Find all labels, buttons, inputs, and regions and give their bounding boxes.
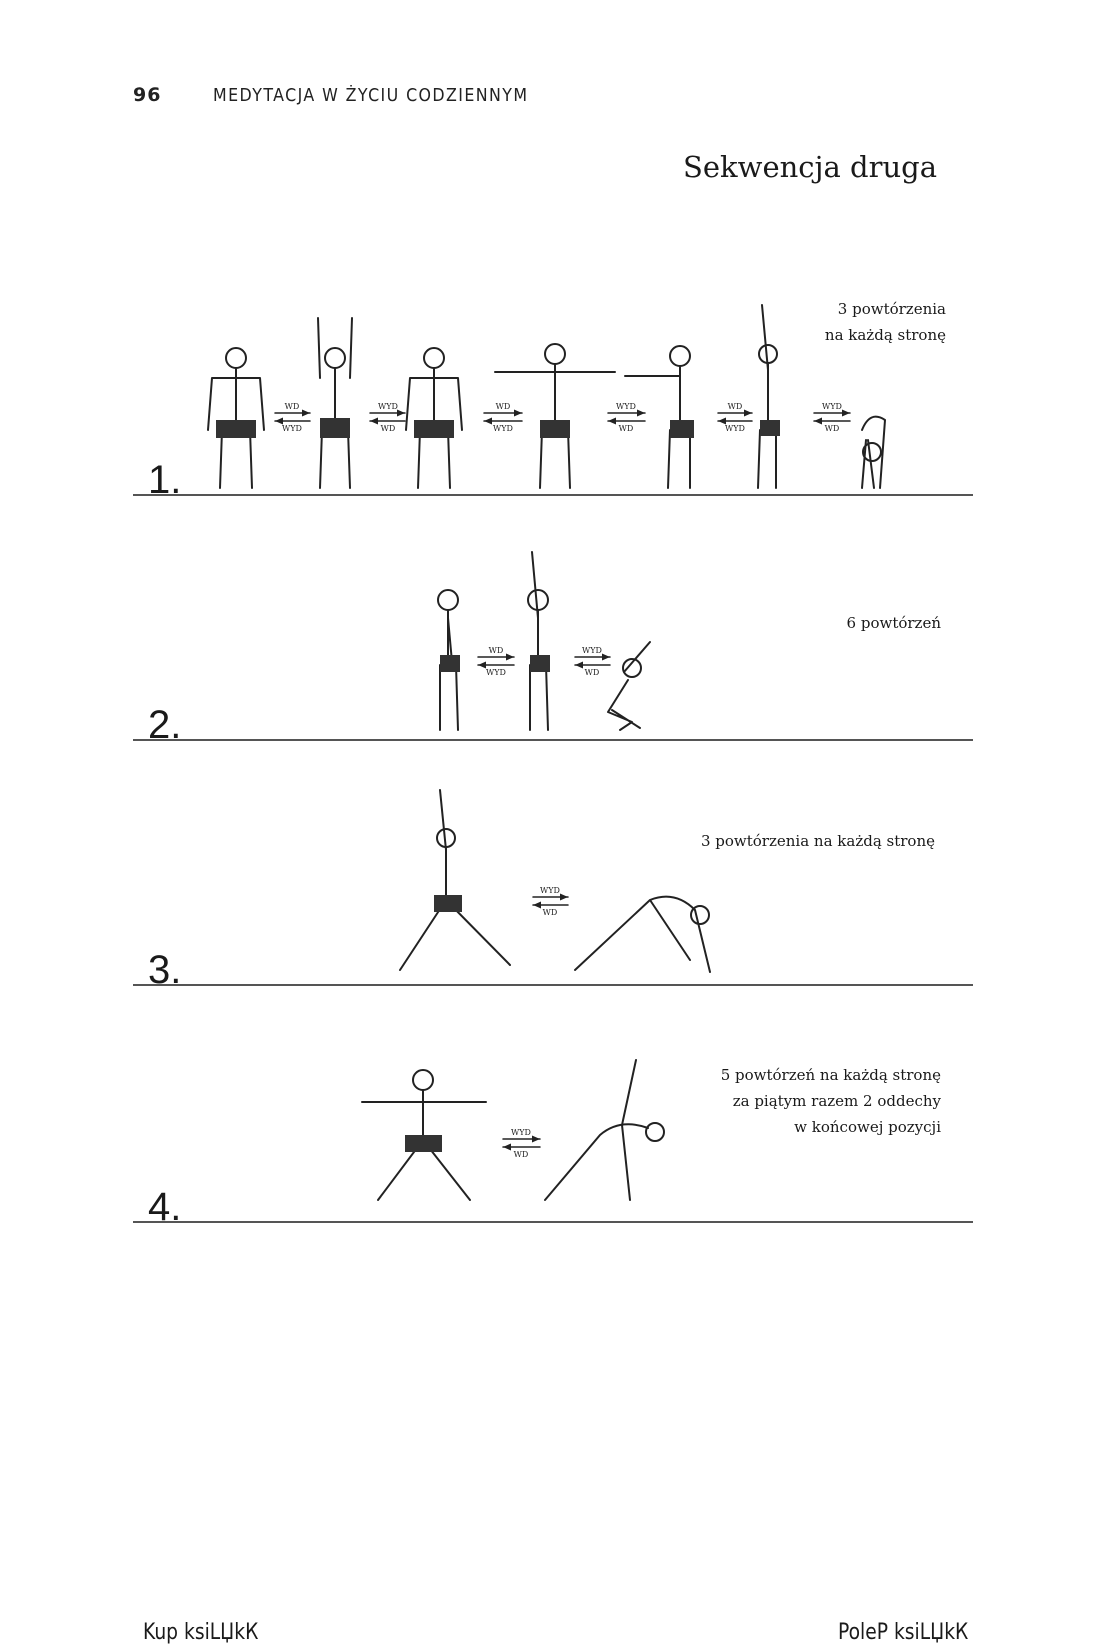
figure-standing-2 xyxy=(405,347,463,489)
arrow-label: WYD xyxy=(378,402,398,411)
step-note-4: 5 powtórzeń na każdą stronę za piątym ra… xyxy=(721,1062,941,1140)
figure-standing-1 xyxy=(207,347,265,489)
figure-standing-side xyxy=(437,589,460,731)
figure-warrior-lunge xyxy=(399,789,511,971)
footer-buy-link[interactable]: Kup ksiLЏkК xyxy=(143,1620,259,1645)
arrow-label: WD xyxy=(489,646,504,655)
figure-arms-up-side xyxy=(757,304,780,489)
arrow-label: WYD xyxy=(511,1128,531,1137)
page-number: 96 xyxy=(133,84,162,106)
step-divider xyxy=(133,739,973,741)
step-divider xyxy=(133,984,973,986)
arrow-label: WD xyxy=(543,908,558,917)
figure-t-pose-side xyxy=(624,345,694,489)
arrow-label: WD xyxy=(585,668,600,677)
arrow-label: WYD xyxy=(822,402,842,411)
step-number-1: 1. xyxy=(148,458,182,502)
figure-squat-reach xyxy=(607,641,651,731)
breath-arrows xyxy=(274,409,851,1151)
note-line: 3 powtórzenia xyxy=(837,300,946,318)
arrow-label: WD xyxy=(514,1150,529,1159)
arrow-label: WD xyxy=(381,424,396,433)
arrow-label: WYD xyxy=(725,424,745,433)
note-line: 3 powtórzenia na każdą stronę xyxy=(700,832,935,850)
step-note-2: 6 powtórzeń xyxy=(847,610,941,636)
note-line: 6 powtórzeń xyxy=(846,614,941,632)
figure-reach-up xyxy=(527,551,550,731)
step-number-2: 2. xyxy=(148,703,182,747)
step-number-3: 3. xyxy=(148,948,182,992)
arrow-label: WYD xyxy=(582,646,602,655)
arrow-label: WD xyxy=(619,424,634,433)
figure-lunge-bend xyxy=(574,895,711,973)
arrow-label: WYD xyxy=(616,402,636,411)
step-note-3: 3 powtórzenia na każdą stronę xyxy=(701,828,935,854)
step-note-1: 3 powtórzenia na każdą stronę xyxy=(825,296,946,348)
step-divider xyxy=(133,1221,973,1223)
step-divider xyxy=(133,494,973,496)
figure-forward-fold xyxy=(861,415,886,489)
arrow-label: WYD xyxy=(486,668,506,677)
figure-wide-stance-arms-out xyxy=(361,1069,487,1201)
footer-recommend-link[interactable]: PoleР ksiLЏkК xyxy=(837,1620,968,1645)
arrow-label: WYD xyxy=(540,886,560,895)
figure-t-pose-front xyxy=(494,343,616,489)
arrow-label: WD xyxy=(728,402,743,411)
arrow-label: WD xyxy=(285,402,300,411)
arrow-label: WYD xyxy=(493,424,513,433)
figure-arms-up-1 xyxy=(317,317,353,489)
page-header: 96 MEDYTACJA W ŻYCIU CODZIENNYM xyxy=(133,84,572,106)
arrow-label: WYD xyxy=(282,424,302,433)
note-line: za piątym razem 2 oddechy xyxy=(732,1092,941,1110)
note-line: na każdą stronę xyxy=(824,326,946,344)
running-title: MEDYTACJA W ŻYCIU CODZIENNYM xyxy=(213,85,529,106)
figure-triangle-pose xyxy=(544,1059,665,1201)
arrow-label: WD xyxy=(825,424,840,433)
step-number-4: 4. xyxy=(148,1185,182,1229)
note-line: w końcowej pozycji xyxy=(794,1118,941,1136)
note-line: 5 powtórzeń na każdą stronę xyxy=(720,1066,941,1084)
section-title: Sekwencja druga xyxy=(683,150,937,184)
arrow-label: WD xyxy=(496,402,511,411)
